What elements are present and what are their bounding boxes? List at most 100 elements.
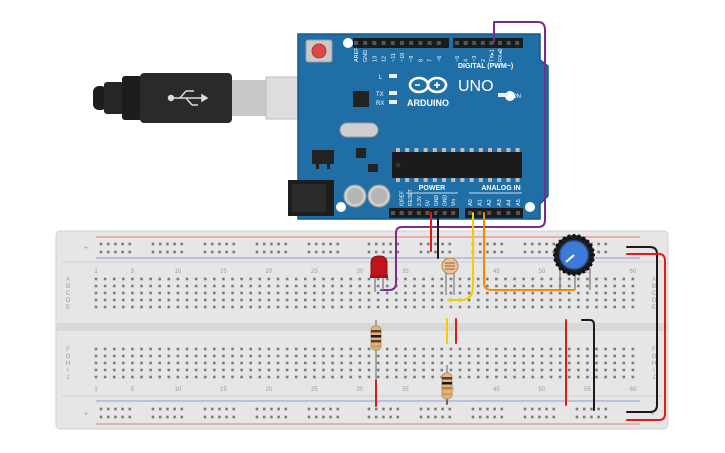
digital-pin-label: TX▸1 <box>489 49 495 62</box>
column-number: 60 <box>630 387 637 393</box>
power-pin-label: Vin <box>451 199 457 206</box>
power-pin-label: RESET <box>408 189 414 206</box>
red-led[interactable] <box>370 255 388 292</box>
digital-pin-label: ~9 <box>409 56 415 62</box>
power-header <box>389 208 459 218</box>
row-letter: F <box>652 347 656 353</box>
column-number: 60 <box>630 269 637 275</box>
column-number: 10 <box>175 269 182 275</box>
row-letter: I <box>67 368 69 374</box>
digital-pin-label: 12 <box>382 56 388 62</box>
column-number: 35 <box>402 387 409 393</box>
digital-pin-label: AREF <box>354 47 360 62</box>
column-number: 20 <box>266 387 273 393</box>
potentiometer[interactable] <box>553 234 595 290</box>
analog-pin-label: A4 <box>506 199 512 206</box>
digital-pin-label: RX◂0 <box>498 49 504 62</box>
crystal <box>339 122 379 138</box>
analog-header-label: ANALOG IN <box>481 185 520 192</box>
power-header-label: POWER <box>419 185 445 192</box>
digital-pin-label: ~3 <box>472 56 478 62</box>
svg-text:+: + <box>84 245 88 252</box>
column-number: 30 <box>357 269 364 275</box>
column-number: 10 <box>175 387 182 393</box>
column-number: 5 <box>131 387 135 393</box>
wire-yellow-a0 <box>447 212 474 301</box>
reset-button[interactable] <box>305 39 333 63</box>
column-number: 15 <box>220 387 227 393</box>
digital-pin-label: ~10 <box>400 53 406 62</box>
column-number: 55 <box>584 387 591 393</box>
column-number: 1 <box>94 269 98 275</box>
model-label: UNO <box>458 78 494 95</box>
power-pin-label: 5V <box>425 199 431 206</box>
digital-pin-label: ~5 <box>455 56 461 62</box>
row-letter: D <box>652 298 657 304</box>
row-letter: E <box>652 305 656 311</box>
digital-pin-label: 4 <box>464 59 470 62</box>
led-label-rx: RX <box>376 101 384 107</box>
column-number: 1 <box>94 387 98 393</box>
wire-orange-a1 <box>483 212 575 291</box>
column-number: 20 <box>266 269 273 275</box>
row-letter: B <box>652 284 656 290</box>
digital-pin-label: ~11 <box>391 53 397 62</box>
on-label: ON <box>512 94 521 100</box>
digital-pin-label: GND <box>363 50 369 62</box>
column-number: 30 <box>357 387 364 393</box>
column-number: 45 <box>493 387 500 393</box>
regulator <box>312 150 334 164</box>
row-letter: C <box>66 291 71 297</box>
row-letter: F <box>66 347 70 353</box>
column-numbers: 1155101015152020252530303535404045455050… <box>94 269 637 393</box>
row-letter: H <box>66 361 70 367</box>
svg-text:+: + <box>650 245 654 252</box>
row-letter: G <box>652 354 657 360</box>
power-header-pins <box>391 211 520 215</box>
usb-symbol-icon <box>167 90 209 106</box>
analog-pin-label: A3 <box>497 199 503 206</box>
analog-pin-label: A1 <box>478 199 484 206</box>
row-letter: D <box>66 298 71 304</box>
column-number: 25 <box>311 269 318 275</box>
digital-pin-label: 8 <box>418 59 424 62</box>
column-number: 55 <box>584 269 591 275</box>
row-letter: H <box>652 361 656 367</box>
digital-pin-label: ~6 <box>437 56 443 62</box>
arduino-logo-icon <box>408 76 448 94</box>
analog-pin-label: A5 <box>516 199 522 206</box>
column-number: 15 <box>220 269 227 275</box>
digital-header-pins <box>354 41 520 45</box>
led-label-tx: TX <box>376 92 384 98</box>
wire-red-pot <box>626 253 666 421</box>
svg-text:+: + <box>84 411 88 418</box>
digital-header-label: DIGITAL (PWM~) <box>458 63 513 70</box>
atmega-chip <box>392 148 522 182</box>
row-letter: C <box>652 291 657 297</box>
knob-indicator <box>565 254 575 263</box>
photoresistor[interactable] <box>441 257 459 295</box>
resistor-led[interactable] <box>370 320 382 380</box>
wire-purple-d3-led <box>380 21 546 291</box>
row-letter: B <box>66 284 70 290</box>
row-letter: G <box>66 354 71 360</box>
digital-pin-label: 13 <box>372 56 378 62</box>
row-letter: I <box>653 368 655 374</box>
column-number: 50 <box>539 269 546 275</box>
power-pin-label: IOREF <box>400 191 406 206</box>
breadboard-holes <box>94 242 635 419</box>
usb-cable <box>93 73 299 123</box>
svg-text:+: + <box>650 411 654 418</box>
breadboard: + + + + 11551010151520202525303035354040… <box>55 230 669 430</box>
digital-pin-label: 2 <box>481 59 487 62</box>
power-pin-label: 3.3V <box>417 195 423 206</box>
wires <box>375 21 666 421</box>
brand-label: ARDUINO <box>407 98 449 108</box>
column-number: 45 <box>493 269 500 275</box>
power-pin-label: GND <box>443 195 449 207</box>
resistor-ldr[interactable] <box>441 365 453 405</box>
